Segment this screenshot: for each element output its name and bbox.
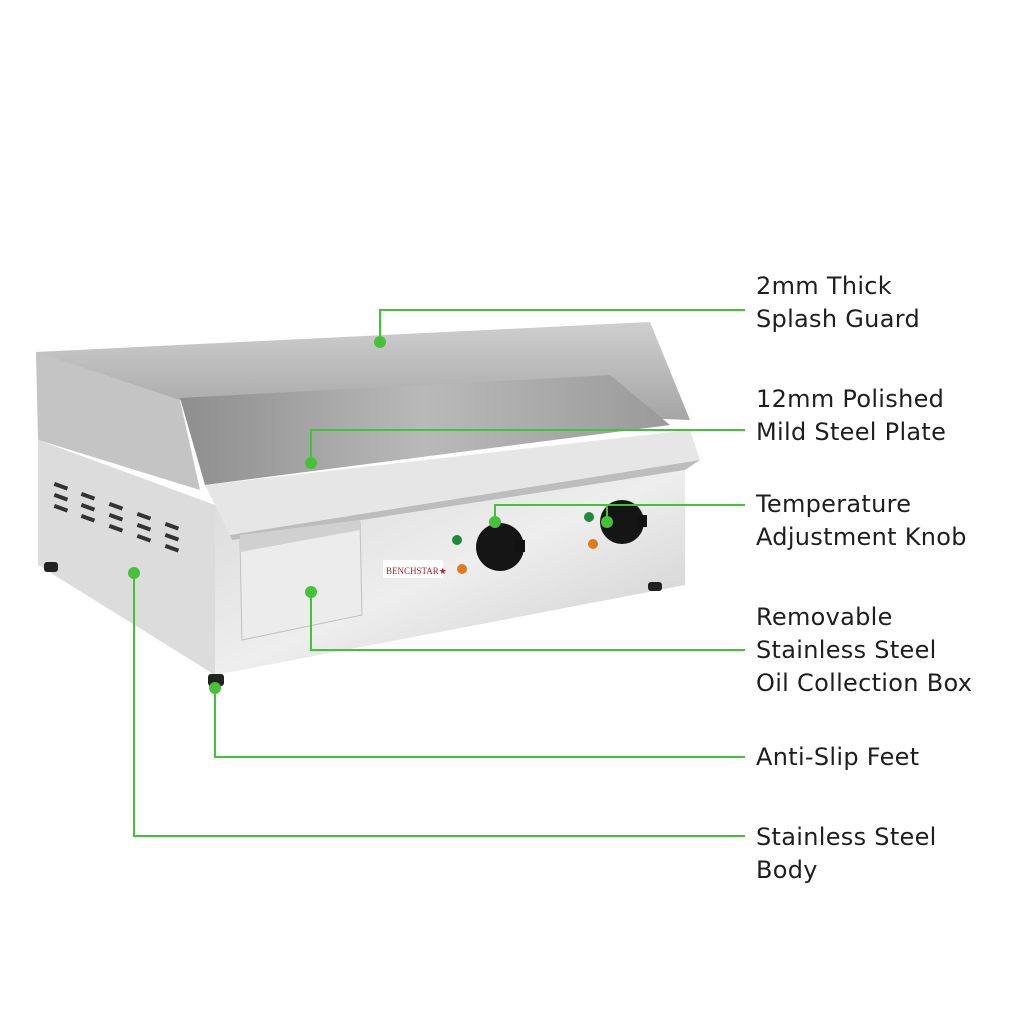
vents [53,482,180,553]
callout-oil-box: Removable Stainless Steel Oil Collection… [756,603,973,697]
heat-light-orange [457,564,467,574]
callout-knob: Temperature Adjustment Knob [756,490,967,551]
temperature-knob-left [476,523,524,571]
brand-logo: BENCHSTAR★ [386,566,447,576]
callout-plate: 12mm Polished Mild Steel Plate [756,385,947,446]
callout-feet: Anti-Slip Feet [756,743,920,771]
callout-body: Stainless Steel Body [756,823,937,884]
callout-lines [133,309,745,837]
temperature-knob-right [600,500,644,544]
callout-dots [128,336,613,694]
callout-splash-guard: 2mm Thick Splash Guard [756,272,920,333]
power-light-green [452,535,462,545]
